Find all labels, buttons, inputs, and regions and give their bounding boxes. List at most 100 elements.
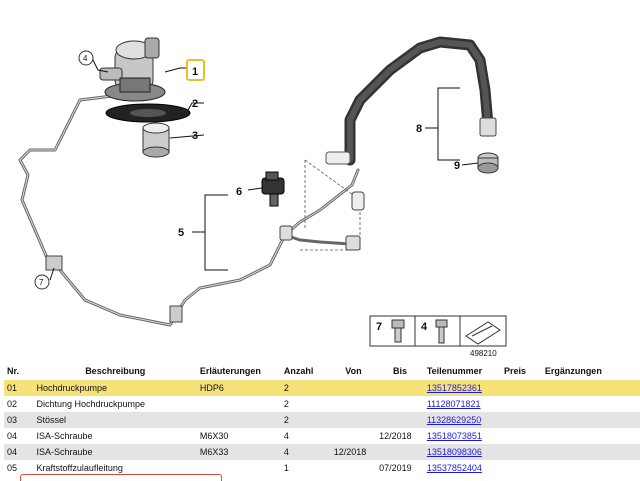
bolt-icon	[391, 319, 405, 343]
screw-icon	[435, 319, 448, 344]
table-row[interactable]: 02 Dichtung Hochdruckpumpe 2 11128071821	[4, 396, 640, 412]
bracket-lower	[169, 305, 183, 323]
cell-nr: 05	[7, 463, 18, 473]
cell-from	[331, 428, 376, 444]
callout-9[interactable]: 9	[454, 160, 460, 172]
cell-qty: 2	[283, 415, 289, 425]
cell-notes: M6X30	[199, 431, 229, 441]
cell-to	[376, 412, 424, 428]
cell-nr: 03	[7, 415, 18, 425]
fuel-line-thin	[18, 93, 360, 327]
cell-to	[376, 380, 424, 396]
tappet-part-3	[142, 122, 170, 158]
cell-desc: Kraftstoffzulaufleitung	[36, 463, 123, 473]
col-extra: Ergänzungen	[544, 366, 602, 376]
line-top-fitting	[351, 191, 365, 211]
part-number-link[interactable]: 13517852361	[426, 383, 482, 393]
legend-item-4: 4	[421, 321, 428, 333]
callout-3[interactable]: 3	[192, 130, 198, 142]
callout-4[interactable]: 4	[83, 54, 88, 63]
callout-8[interactable]: 8	[416, 123, 422, 135]
table-header-row: Nr. Beschreibung Erläuterungen Anzahl Vo…	[4, 362, 640, 380]
callout-2[interactable]: 2	[192, 98, 198, 110]
cell-qty: 2	[283, 399, 289, 409]
hose-end-fitting	[325, 151, 351, 165]
cell-to: 07/2019	[379, 463, 412, 473]
part-number-link[interactable]: 11328629250	[426, 415, 482, 425]
fuel-line-thin-inner	[19, 94, 359, 326]
cell-extra	[542, 412, 640, 428]
fastener-legend: 7 4 498210	[369, 315, 507, 358]
col-nr: Nr.	[7, 366, 20, 376]
line-end-fitting	[345, 235, 361, 251]
hose-end-clip	[479, 117, 497, 137]
cell-price	[501, 460, 542, 476]
cell-desc: Stössel	[36, 415, 67, 425]
cell-price	[501, 428, 542, 444]
col-part: Teilenummer	[426, 366, 483, 376]
cell-from	[331, 396, 376, 412]
table-row[interactable]: 01 Hochdruckpumpe HDP6 2 13517852361	[4, 380, 640, 396]
callout-1-highlight[interactable]	[186, 59, 205, 81]
cell-price	[501, 444, 542, 460]
cell-qty: 2	[283, 383, 289, 393]
cell-from	[331, 460, 376, 476]
cell-qty: 4	[283, 431, 289, 441]
cell-desc: Dichtung Hochdruckpumpe	[36, 399, 146, 409]
table-row[interactable]: 03 Stössel 2 11328629250	[4, 412, 640, 428]
cell-to: 12/2018	[379, 431, 412, 441]
callout-6[interactable]: 6	[236, 186, 242, 198]
table-row[interactable]: 05 Kraftstoffzulaufleitung 1 07/2019 135…	[4, 460, 640, 476]
dashed-guides	[300, 159, 361, 251]
line-fitting	[279, 225, 293, 241]
cell-to	[376, 444, 424, 460]
gasket-hole	[130, 109, 166, 117]
part-number-link[interactable]: 13537852404	[426, 463, 482, 473]
part-number-link[interactable]: 13518073851	[426, 431, 482, 441]
cell-extra	[542, 460, 640, 476]
cell-desc: Hochdruckpumpe	[36, 383, 108, 393]
table-row[interactable]: 04 ISA-Schraube M6X33 4 12/2018 13518098…	[4, 444, 640, 460]
cell-nr: 04	[7, 431, 18, 441]
cell-desc: ISA-Schraube	[36, 447, 93, 457]
cell-extra	[542, 428, 640, 444]
cell-from	[331, 412, 376, 428]
cell-nr: 01	[7, 383, 18, 393]
high-pressure-pump	[99, 37, 166, 102]
cell-extra	[542, 396, 640, 412]
cell-extra	[542, 444, 640, 460]
col-price: Preis	[503, 366, 526, 376]
cell-qty: 1	[283, 463, 289, 473]
col-notes: Erläuterungen	[199, 366, 261, 376]
col-desc: Beschreibung	[85, 366, 146, 376]
cell-desc: ISA-Schraube	[36, 431, 93, 441]
cell-nr: 02	[7, 399, 18, 409]
cell-extra	[542, 380, 640, 396]
clamp-part-9	[477, 152, 499, 174]
callout-1[interactable]: 1	[192, 66, 198, 78]
callout-7[interactable]: 7	[39, 278, 44, 287]
cell-notes: M6X33	[199, 447, 229, 457]
cell-notes	[197, 396, 281, 412]
part-number-link[interactable]: 13518098306	[426, 447, 482, 457]
bracket-7	[45, 255, 63, 271]
cell-from	[331, 380, 376, 396]
parts-diagram: 1 2 3 4 5 6 7 8 9 7 4 498210	[18, 36, 507, 358]
col-to: Bis	[392, 366, 407, 376]
image-number: 498210	[470, 349, 497, 358]
part-number-link[interactable]: 11128071821	[426, 399, 481, 409]
callout-4-circle[interactable]	[78, 50, 94, 66]
cell-nr: 04	[7, 447, 18, 457]
cell-price	[501, 380, 542, 396]
col-from: Von	[345, 366, 362, 376]
cell-from: 12/2018	[333, 447, 367, 457]
cell-notes: HDP6	[199, 383, 224, 393]
cell-qty: 4	[283, 447, 289, 457]
cell-notes	[197, 412, 281, 428]
parts-table: Nr. Beschreibung Erläuterungen Anzahl Vo…	[4, 362, 640, 476]
arrow-icon	[465, 321, 501, 345]
cell-price	[501, 396, 542, 412]
table-row[interactable]: 04 ISA-Schraube M6X30 4 12/2018 13518073…	[4, 428, 640, 444]
callout-7-circle[interactable]	[34, 274, 50, 290]
callout-5[interactable]: 5	[178, 227, 184, 239]
